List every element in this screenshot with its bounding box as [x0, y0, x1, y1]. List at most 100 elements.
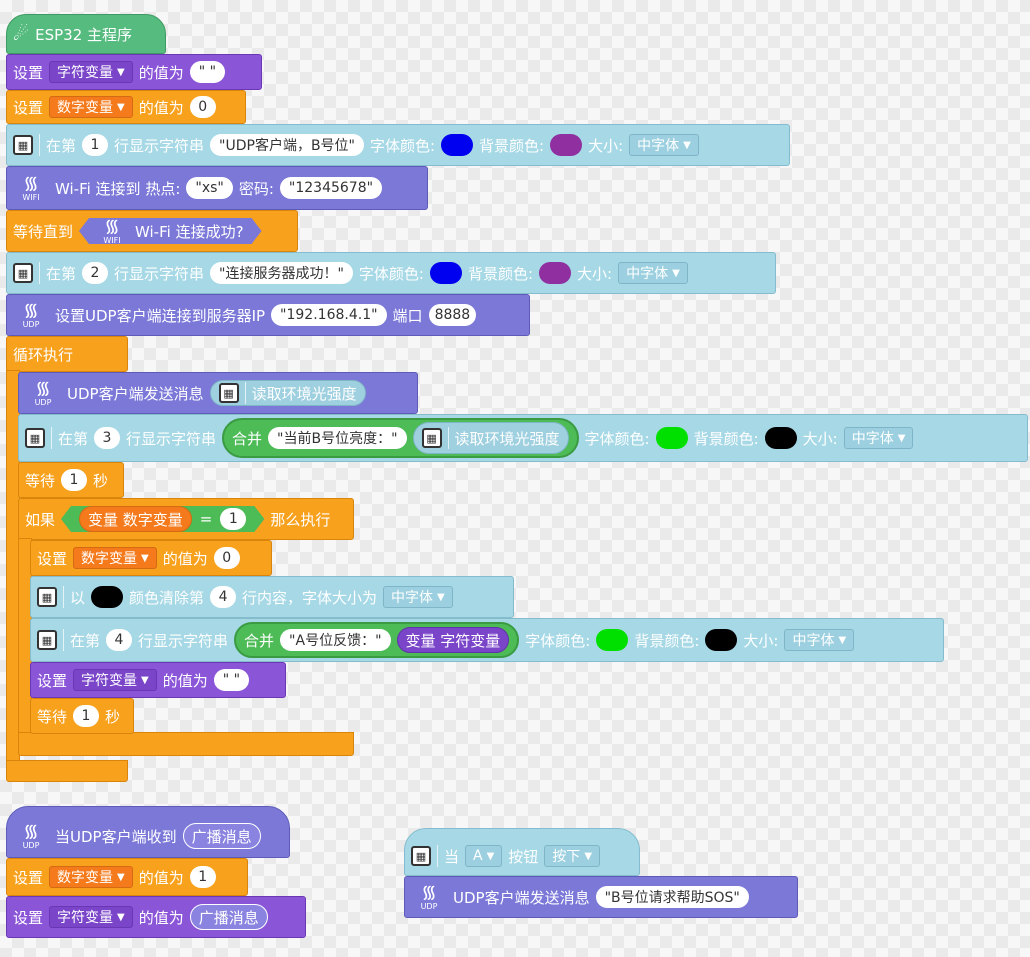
label: 密码: [238, 179, 274, 198]
set-string-var-block[interactable]: 设置 字符变量▼ 的值为 " " [6, 54, 262, 90]
set-label: 设置 [13, 63, 44, 82]
string-var-reporter[interactable]: 变量 字符变量 [396, 627, 510, 653]
seconds-input[interactable]: 1 [61, 469, 88, 491]
var-dropdown[interactable]: 数字变量▼ [73, 547, 157, 569]
row-input[interactable]: 4 [106, 629, 133, 651]
number-var-reporter[interactable]: 变量 数字变量 [79, 506, 192, 532]
bg-color-swatch[interactable] [550, 134, 583, 156]
label: 在第 [46, 264, 77, 283]
password-input[interactable]: "12345678" [279, 177, 383, 199]
display-string-block-3[interactable]: ▦ 在第 3 行显示字符串 合并 "当前B号位亮度：" ▦ 读取环境光强度 字体… [18, 414, 1028, 462]
font-color-swatch[interactable] [441, 134, 474, 156]
udp-receive-hat[interactable]: ᯾UDP 当UDP客户端收到 广播消息 [6, 806, 290, 858]
font-color-swatch[interactable] [429, 262, 462, 284]
divider [437, 845, 438, 867]
divider [244, 382, 246, 404]
divider [63, 629, 64, 651]
compare-input[interactable]: 1 [220, 508, 246, 530]
divider [39, 134, 40, 156]
set-number-var-block[interactable]: 设置 数字变量▼ 的值为 0 [30, 540, 272, 576]
broadcast-reporter[interactable]: 广播消息 [189, 904, 268, 930]
rocket-icon: ☄ [13, 23, 30, 45]
udp-connect-block[interactable]: ᯾UDP 设置UDP客户端连接到服务器IP "192.168.4.1" 端口 8… [6, 294, 530, 336]
font-color-swatch[interactable] [655, 427, 688, 449]
text-input[interactable]: "A号位反馈：" [280, 629, 391, 651]
broadcast-reporter[interactable]: 广播消息 [182, 823, 261, 849]
message-input[interactable]: "B号位请求帮助SOS" [595, 886, 749, 908]
label: 背景颜色: [634, 631, 700, 650]
number-input[interactable]: 0 [213, 547, 240, 569]
wait-seconds-block[interactable]: 等待 1 秒 [18, 462, 124, 498]
join-reporter[interactable]: 合并 "A号位反馈：" 变量 字符变量 [234, 622, 520, 658]
size-dropdown[interactable]: 中字体▼ [629, 134, 699, 156]
wifi-connect-block[interactable]: ᯾WIFI Wi-Fi 连接到 热点: "xs" 密码: "12345678" [6, 166, 428, 210]
set-number-var-block[interactable]: 设置 数字变量▼ 的值为 1 [6, 858, 248, 896]
forever-loop-block[interactable]: 循环执行 [6, 336, 128, 372]
var-dropdown[interactable]: 字符变量▼ [73, 669, 157, 691]
display-string-block-4[interactable]: ▦ 在第 4 行显示字符串 合并 "A号位反馈：" 变量 字符变量 字体颜色: … [30, 618, 944, 662]
display-string-block-1[interactable]: ▦ 在第 1 行显示字符串 "UDP客户端，B号位" 字体颜色: 背景颜色: 大… [6, 124, 790, 166]
string-input[interactable]: " " [213, 669, 250, 691]
button-pressed-hat[interactable]: ▦ 当 A▼ 按钮 按下▼ [404, 828, 640, 876]
port-input[interactable]: 8888 [428, 304, 477, 326]
var-dropdown[interactable]: 字符变量▼ [49, 61, 133, 83]
bg-color-swatch[interactable] [705, 629, 738, 651]
udp-send-sos-block[interactable]: ᯾UDP UDP客户端发送消息 "B号位请求帮助SOS" [404, 876, 798, 918]
number-input[interactable]: 1 [189, 866, 216, 888]
bg-color-swatch[interactable] [539, 262, 572, 284]
board-chip-icon: ▦ [37, 630, 57, 650]
light-reporter[interactable]: ▦ 读取环境光强度 [412, 422, 569, 454]
row-input[interactable]: 3 [94, 427, 121, 449]
button-dropdown[interactable]: A▼ [465, 845, 503, 867]
label: 行显示字符串 [114, 264, 205, 283]
label: 如果 [25, 510, 56, 529]
caret-down-icon: ▼ [897, 432, 906, 444]
size-dropdown[interactable]: 中字体▼ [843, 427, 914, 449]
ip-input[interactable]: "192.168.4.1" [271, 304, 387, 326]
ssid-input[interactable]: "xs" [186, 177, 233, 199]
label: 大小: [588, 136, 624, 155]
row-input[interactable]: 1 [82, 134, 109, 156]
clear-color-swatch[interactable] [91, 586, 124, 608]
label: UDP客户端发送消息 [453, 888, 590, 907]
set-string-var-block[interactable]: 设置 字符变量▼ 的值为 " " [30, 662, 286, 698]
var-dropdown[interactable]: 数字变量▼ [49, 96, 133, 118]
wait-seconds-block[interactable]: 等待 1 秒 [30, 698, 134, 734]
number-input[interactable]: 0 [189, 96, 216, 118]
udp-send-block[interactable]: ᯾UDP UDP客户端发送消息 ▦ 读取环境光强度 [18, 372, 418, 414]
size-dropdown[interactable]: 中字体▼ [383, 586, 453, 608]
text-input[interactable]: "UDP客户端，B号位" [210, 134, 364, 156]
font-color-swatch[interactable] [596, 629, 629, 651]
udp-icon: ᯾UDP [34, 377, 52, 407]
var-dropdown[interactable]: 数字变量▼ [49, 866, 133, 888]
label: UDP客户端发送消息 [67, 384, 204, 403]
divider [447, 427, 449, 449]
light-reporter[interactable]: ▦ 读取环境光强度 [209, 380, 366, 406]
divider [63, 586, 64, 608]
size-dropdown[interactable]: 中字体▼ [784, 629, 855, 651]
size-dropdown[interactable]: 中字体▼ [618, 262, 688, 284]
text-input[interactable]: "当前B号位亮度：" [268, 427, 407, 449]
bg-color-swatch[interactable] [764, 427, 797, 449]
seconds-input[interactable]: 1 [73, 705, 100, 727]
display-string-block-2[interactable]: ▦ 在第 2 行显示字符串 "连接服务器成功！" 字体颜色: 背景颜色: 大小:… [6, 252, 776, 294]
wait-until-block[interactable]: 等待直到 ᯾WIFI Wi-Fi 连接成功? [6, 210, 298, 252]
if-block[interactable]: 如果 变量 数字变量 = 1 那么执行 [18, 498, 354, 540]
label: 设置 [13, 908, 44, 927]
string-input[interactable]: " " [189, 61, 226, 83]
wifi-connected-condition[interactable]: ᯾WIFI Wi-Fi 连接成功? [79, 218, 262, 244]
value-of-label: 的值为 [138, 63, 184, 82]
set-number-var-block[interactable]: 设置 数字变量▼ 的值为 0 [6, 90, 246, 124]
clear-row-block[interactable]: ▦ 以 颜色清除第 4 行内容，字体大小为 中字体▼ [30, 576, 514, 618]
text-input[interactable]: "连接服务器成功！" [210, 262, 353, 284]
action-dropdown[interactable]: 按下▼ [544, 845, 601, 867]
caret-down-icon: ▼ [141, 674, 149, 686]
caret-down-icon: ▼ [437, 591, 445, 603]
var-dropdown[interactable]: 字符变量▼ [49, 906, 133, 928]
equals-condition[interactable]: 变量 数字变量 = 1 [61, 506, 264, 532]
row-input[interactable]: 2 [82, 262, 109, 284]
join-reporter[interactable]: 合并 "当前B号位亮度：" ▦ 读取环境光强度 [222, 418, 579, 458]
row-input[interactable]: 4 [210, 586, 237, 608]
set-string-var-block[interactable]: 设置 字符变量▼ 的值为 广播消息 [6, 896, 306, 938]
esp32-main-hat[interactable]: ☄ ESP32 主程序 [6, 14, 166, 54]
